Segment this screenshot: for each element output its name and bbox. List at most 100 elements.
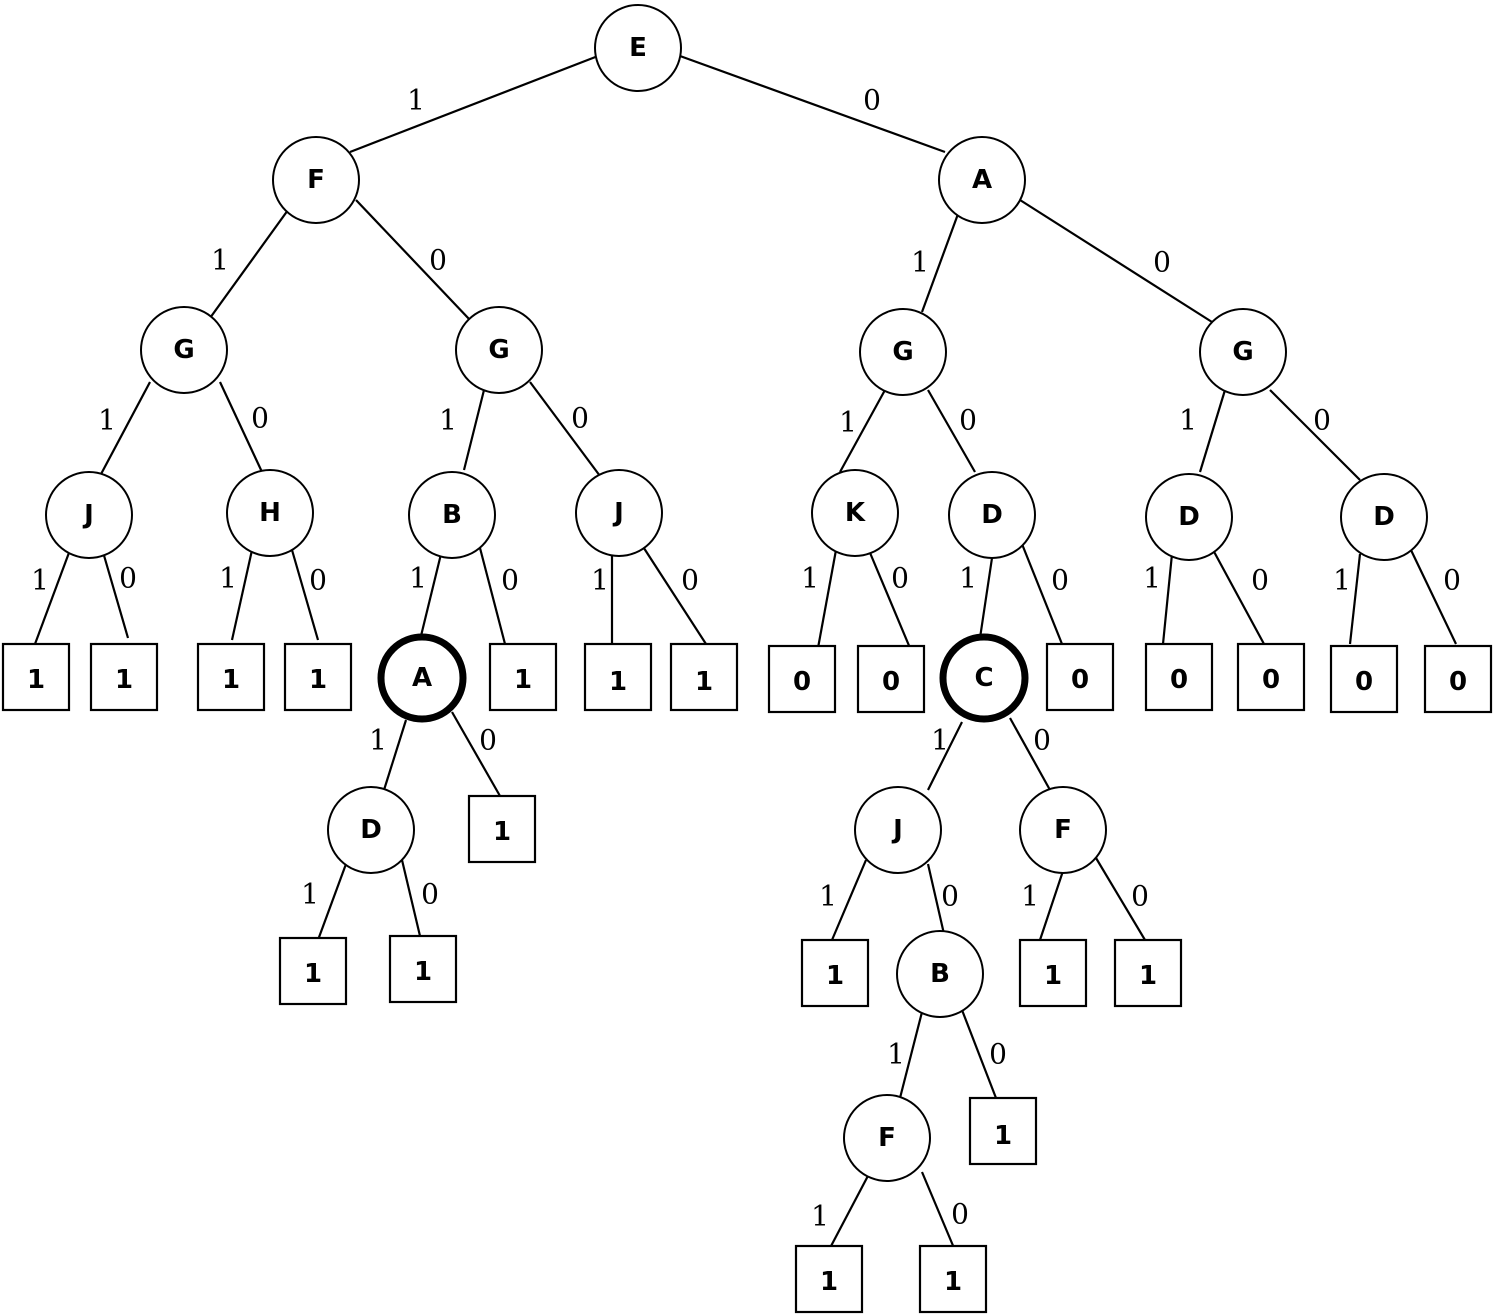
edge [529, 381, 601, 477]
leaf-box: 1 [1018, 938, 1088, 1008]
leaf-box: 1 [89, 642, 159, 712]
tree-node-highlighted: A [377, 633, 467, 723]
edge-label: 0 [1443, 564, 1461, 597]
leaf-box: 0 [767, 644, 837, 714]
edge [839, 389, 886, 473]
leaf-value: 1 [27, 665, 45, 695]
edge-label: 1 [301, 878, 319, 911]
edge-label: 1 [219, 562, 237, 595]
tree-node: G [140, 306, 228, 394]
edge [1198, 389, 1227, 473]
node-label: D [1178, 502, 1200, 532]
edges [33, 54, 1457, 1249]
leaf-box: 0 [1423, 644, 1493, 714]
edge-label: 1 [407, 84, 425, 117]
leaf-value: 1 [695, 667, 713, 697]
tree-node: E [594, 4, 682, 92]
tree-node: F [843, 1094, 931, 1182]
edge-label: 0 [1033, 724, 1051, 757]
tree-node: D [327, 786, 415, 874]
edge [920, 1171, 956, 1249]
edge [1019, 199, 1213, 323]
edge-label: 0 [1313, 404, 1331, 437]
leaf-value: 1 [309, 665, 327, 695]
edge-label: 1 [439, 404, 457, 437]
edge [99, 381, 151, 477]
leaf-box: 1 [278, 936, 348, 1006]
edge-label: 0 [429, 244, 447, 277]
tree-node: G [859, 308, 947, 396]
leaf-box: 1 [488, 642, 558, 712]
edge [926, 863, 946, 935]
edge [898, 1011, 924, 1099]
edge-label: 0 [1153, 246, 1171, 279]
tree-node-highlighted: C [939, 633, 1029, 723]
edge-label: 1 [211, 244, 229, 277]
tree-node: H [226, 469, 314, 557]
edge-label: 0 [959, 404, 977, 437]
leaf-value: 1 [609, 667, 627, 697]
node-label: A [972, 165, 992, 195]
edge [400, 859, 422, 937]
node-label: F [878, 1123, 896, 1153]
edge-label: 1 [369, 724, 387, 757]
leaf-box: 0 [856, 644, 926, 714]
node-label: G [1232, 337, 1253, 367]
nodes: E F A G G G G J [45, 4, 1428, 1182]
edge [1009, 717, 1051, 791]
edge-label: 0 [119, 562, 137, 595]
leaf-box: 0 [1045, 642, 1115, 712]
node-label: D [981, 500, 1003, 530]
leaf-value: 1 [514, 665, 532, 695]
edge-label: 1 [1333, 564, 1351, 597]
tree-node: D [1145, 473, 1233, 561]
edge [33, 549, 72, 645]
edge [349, 54, 599, 154]
leaf-value: 1 [115, 665, 133, 695]
leaf-value: 1 [1139, 961, 1157, 991]
edge-label: 1 [98, 404, 116, 437]
leaf-box: 1 [794, 1244, 864, 1314]
edge-label: 1 [1143, 562, 1161, 595]
leaf-value: 0 [1262, 665, 1280, 695]
edge [462, 389, 486, 471]
edge [978, 557, 994, 639]
edge [209, 209, 289, 319]
leaf-box: 1 [918, 1244, 988, 1314]
edge [1038, 867, 1066, 941]
leaf-box: 1 [669, 642, 739, 712]
edge-label: 1 [591, 564, 609, 597]
edge-label: 0 [891, 562, 909, 595]
edge [639, 541, 707, 645]
edge-label: 0 [309, 564, 327, 597]
leaf-value: 1 [493, 817, 511, 847]
edge [960, 1009, 998, 1099]
edge [1095, 857, 1146, 941]
leaf-box: 0 [1144, 642, 1214, 712]
leaf-value: 0 [882, 667, 900, 697]
leaf-value: 1 [304, 959, 322, 989]
leaf-box: 1 [467, 794, 537, 864]
edge [316, 863, 348, 941]
tree-node: A [938, 136, 1026, 224]
tree-node: F [1019, 786, 1107, 874]
leaf-value: 1 [944, 1267, 962, 1297]
edge [1348, 553, 1362, 645]
edge-label: 1 [31, 564, 49, 597]
edge [1211, 547, 1265, 645]
edge-label: 1 [887, 1038, 905, 1071]
tree-node: B [896, 930, 984, 1018]
edge [355, 199, 471, 321]
edge [290, 549, 320, 641]
leaf-value: 1 [820, 1267, 838, 1297]
edge [1020, 543, 1064, 645]
node-label: K [845, 498, 866, 528]
edge-label: 1 [839, 406, 857, 439]
leaf-box: 0 [1236, 642, 1306, 712]
edge-label: 0 [421, 878, 439, 911]
edge [920, 213, 960, 313]
edge [1161, 553, 1174, 645]
edge [382, 719, 408, 791]
tree-node: G [455, 306, 543, 394]
tree-node: D [948, 471, 1036, 559]
